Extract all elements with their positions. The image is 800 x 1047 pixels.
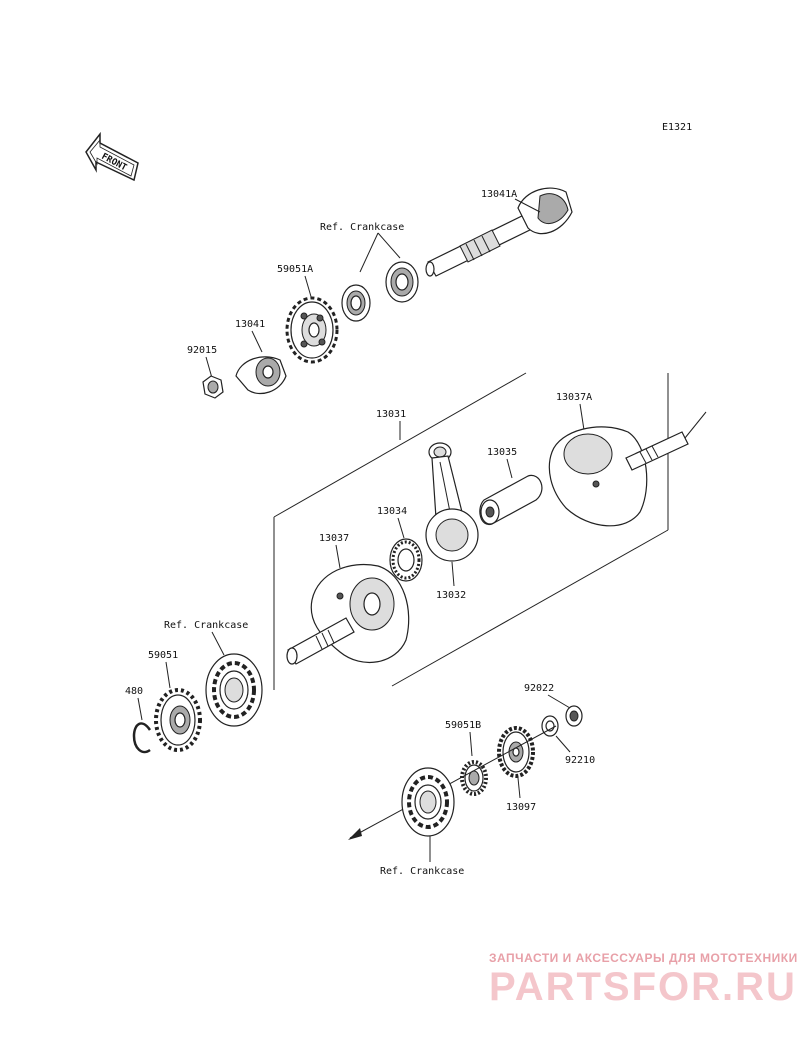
bearing-bottom (348, 725, 557, 840)
label-59051: 59051 (148, 650, 178, 661)
watermark-logo: PARTSFOR.RU (489, 965, 797, 1009)
crank-half-13037 (286, 563, 410, 665)
label-13041: 13041 (235, 319, 265, 330)
label-13032: 13032 (436, 590, 466, 601)
label-480: 480 (125, 686, 143, 697)
label-ref-crankcase-bottom: Ref. Crankcase (380, 866, 464, 877)
front-arrow-icon: FRONT (85, 131, 139, 182)
bearing-top-2 (385, 261, 419, 303)
label-13037A: 13037A (556, 392, 592, 403)
washer-92022 (565, 705, 583, 727)
watermark-tagline: ЗАПЧАСТИ И АКСЕССУАРЫ ДЛЯ МОТОТЕХНИКИ (489, 951, 798, 965)
label-92022: 92022 (524, 683, 554, 694)
assembly-bracket (273, 372, 669, 690)
crank-half-13037A (548, 411, 707, 527)
label-13097: 13097 (506, 802, 536, 813)
label-ref-crankcase-left: Ref. Crankcase (164, 620, 248, 631)
gear-59051A (285, 296, 339, 364)
label-13037: 13037 (319, 533, 349, 544)
nut-92015 (202, 375, 224, 399)
label-13035: 13035 (487, 447, 517, 458)
label-92015: 92015 (187, 345, 217, 356)
label-59051B: 59051B (445, 720, 481, 731)
label-ref-crankcase-top: Ref. Crankcase (320, 222, 404, 233)
label-92210: 92210 (565, 755, 595, 766)
label-13041A: 13041A (481, 189, 517, 200)
diagram-code: E1321 (662, 122, 692, 133)
balancer-shaft (425, 187, 573, 277)
needle-bearing-13034 (389, 538, 423, 582)
bearing-left (205, 653, 263, 727)
label-13031: 13031 (376, 409, 406, 420)
bearing-top-1 (341, 284, 371, 322)
gear-13097 (497, 726, 535, 778)
connecting-rod-13032 (425, 442, 479, 562)
label-13034: 13034 (377, 506, 407, 517)
label-59051A: 59051A (277, 264, 313, 275)
crank-pin-13035 (479, 474, 543, 526)
gear-59051B (460, 760, 488, 796)
gear-59051 (154, 688, 202, 752)
circlip-480 (132, 722, 152, 754)
balancer-weight-13041 (235, 356, 287, 395)
